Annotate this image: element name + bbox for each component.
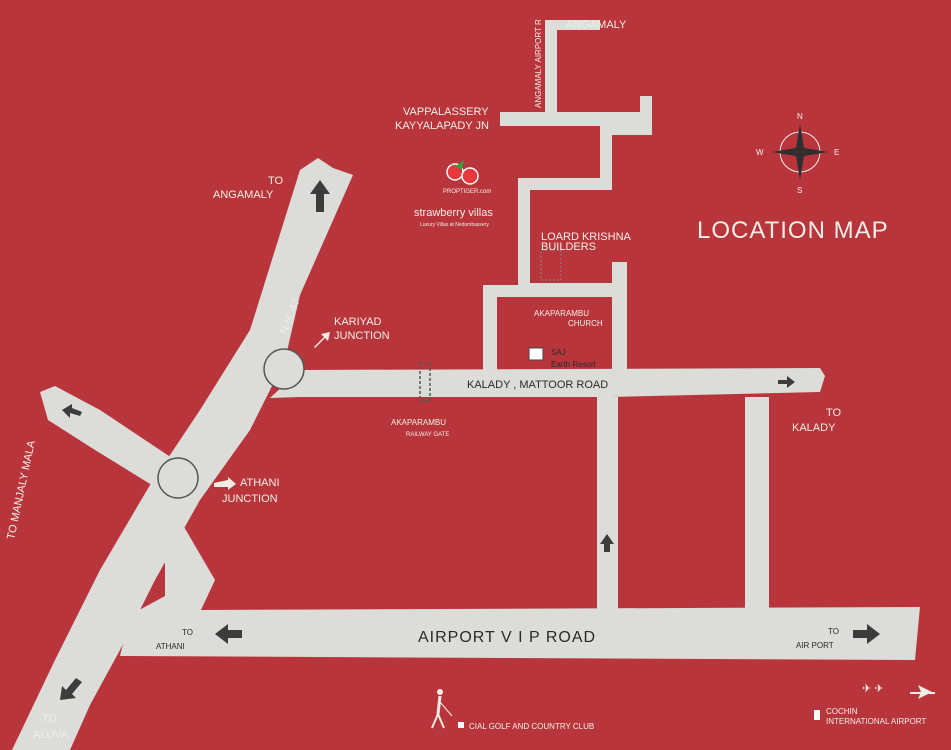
compass-e: E [834, 148, 839, 157]
loard-krishna-site [540, 249, 562, 281]
to-kalady-label-2: KALADY [792, 422, 836, 434]
pointer-arrow-icon [314, 332, 330, 348]
legend-marker [458, 722, 464, 728]
church-label-2: CHURCH [568, 319, 603, 328]
angamaly-airport-road-label: ANGAMALY AIRPORT R [534, 19, 543, 108]
pointer-arrow-icon [214, 477, 236, 490]
arrow-left-icon [215, 624, 242, 644]
athani-label-2: JUNCTION [222, 493, 278, 505]
to-kalady-label-1: TO [826, 407, 842, 419]
logo-brand: PROPTIGER.com [443, 189, 491, 195]
to-aluva-label-2: ALUVA [33, 729, 69, 741]
to-aluva-label-1: TO [42, 713, 58, 725]
to-airport-label-1: TO [828, 627, 839, 636]
loard-label-2: BUILDERS [541, 241, 596, 253]
golfer-icon [431, 689, 453, 729]
to-airport-label-2: AIR PORT [796, 641, 834, 650]
to-angamaly-label-1: TO [268, 175, 284, 187]
cochin-label-2: INTERNATIONAL AIRPORT [826, 717, 926, 726]
compass-rose-icon: N S E W [756, 112, 839, 195]
to-athani-label-1: TO [182, 628, 193, 637]
kariyad-label-1: KARIYAD [334, 316, 382, 328]
athani-roundabout [157, 457, 199, 499]
hotel-icon [528, 347, 544, 361]
legend-marker [814, 710, 820, 720]
railway-label-2: RAILWAY GATE [406, 432, 449, 438]
compass-w: W [756, 148, 764, 157]
connector-road-2 [745, 397, 769, 609]
vappalassery-label-2: KAYYALAPADY JN [395, 120, 489, 132]
railway-gate [419, 362, 431, 402]
church-label-1: AKAPARAMBU [534, 309, 589, 318]
airport-vip-road [120, 596, 920, 660]
athani-label-1: ATHANI [240, 477, 280, 489]
arrow-up-icon [310, 180, 330, 212]
airplane-icon [910, 685, 935, 699]
to-angamaly-label-2: ANGAMALY [213, 189, 274, 201]
kariyad-roundabout [263, 348, 305, 390]
saj-label-1: SAJ [551, 348, 566, 357]
vappalassery-label-1: VAPPALASSERY [403, 106, 489, 118]
direction-arrows [60, 180, 880, 700]
north-road-network [483, 96, 652, 370]
angamaly-top-label: ANGAMALY [566, 19, 627, 31]
arrow-icon [62, 404, 82, 418]
logo-tagline: Luxury Villas at Nedumbassery [420, 222, 489, 228]
airport-vip-label: AIRPORT V I P ROAD [418, 629, 596, 646]
arrow-down-left-icon [60, 678, 82, 700]
arrow-up-icon [600, 534, 614, 552]
compass-s: S [797, 186, 802, 195]
strawberry-villas-logo: PROPTIGER.com strawberry villas Luxury V… [414, 160, 493, 228]
athani-connector [165, 520, 215, 612]
angamaly-top-road [545, 20, 600, 30]
cochin-label-1: COCHIN [826, 707, 858, 716]
kalady-mattoor-road [270, 368, 825, 398]
to-athani-label-2: ATHANI [156, 642, 185, 651]
arrow-right-icon [853, 624, 880, 644]
saj-label-2: Earth Resort [551, 360, 597, 369]
loard-label-1: LOARD KRISHNA [541, 231, 632, 243]
angamaly-airport-road [545, 20, 557, 115]
map-title: LOCATION MAP [697, 217, 889, 244]
logo-name: strawberry villas [414, 207, 493, 219]
compass-n: N [797, 112, 803, 121]
kariyad-label-2: JUNCTION [334, 330, 390, 342]
kalady-mattoor-label: KALADY , MATTOOR ROAD [467, 379, 608, 391]
golf-label: CIAL GOLF AND COUNTRY CLUB [469, 722, 594, 731]
airplane-small-icon: ✈ ✈ [862, 683, 884, 695]
arrow-right-icon [778, 376, 795, 388]
nh47-road [12, 158, 353, 750]
connector-road-1 [597, 397, 618, 609]
railway-label-1: AKAPARAMBU [391, 418, 446, 427]
